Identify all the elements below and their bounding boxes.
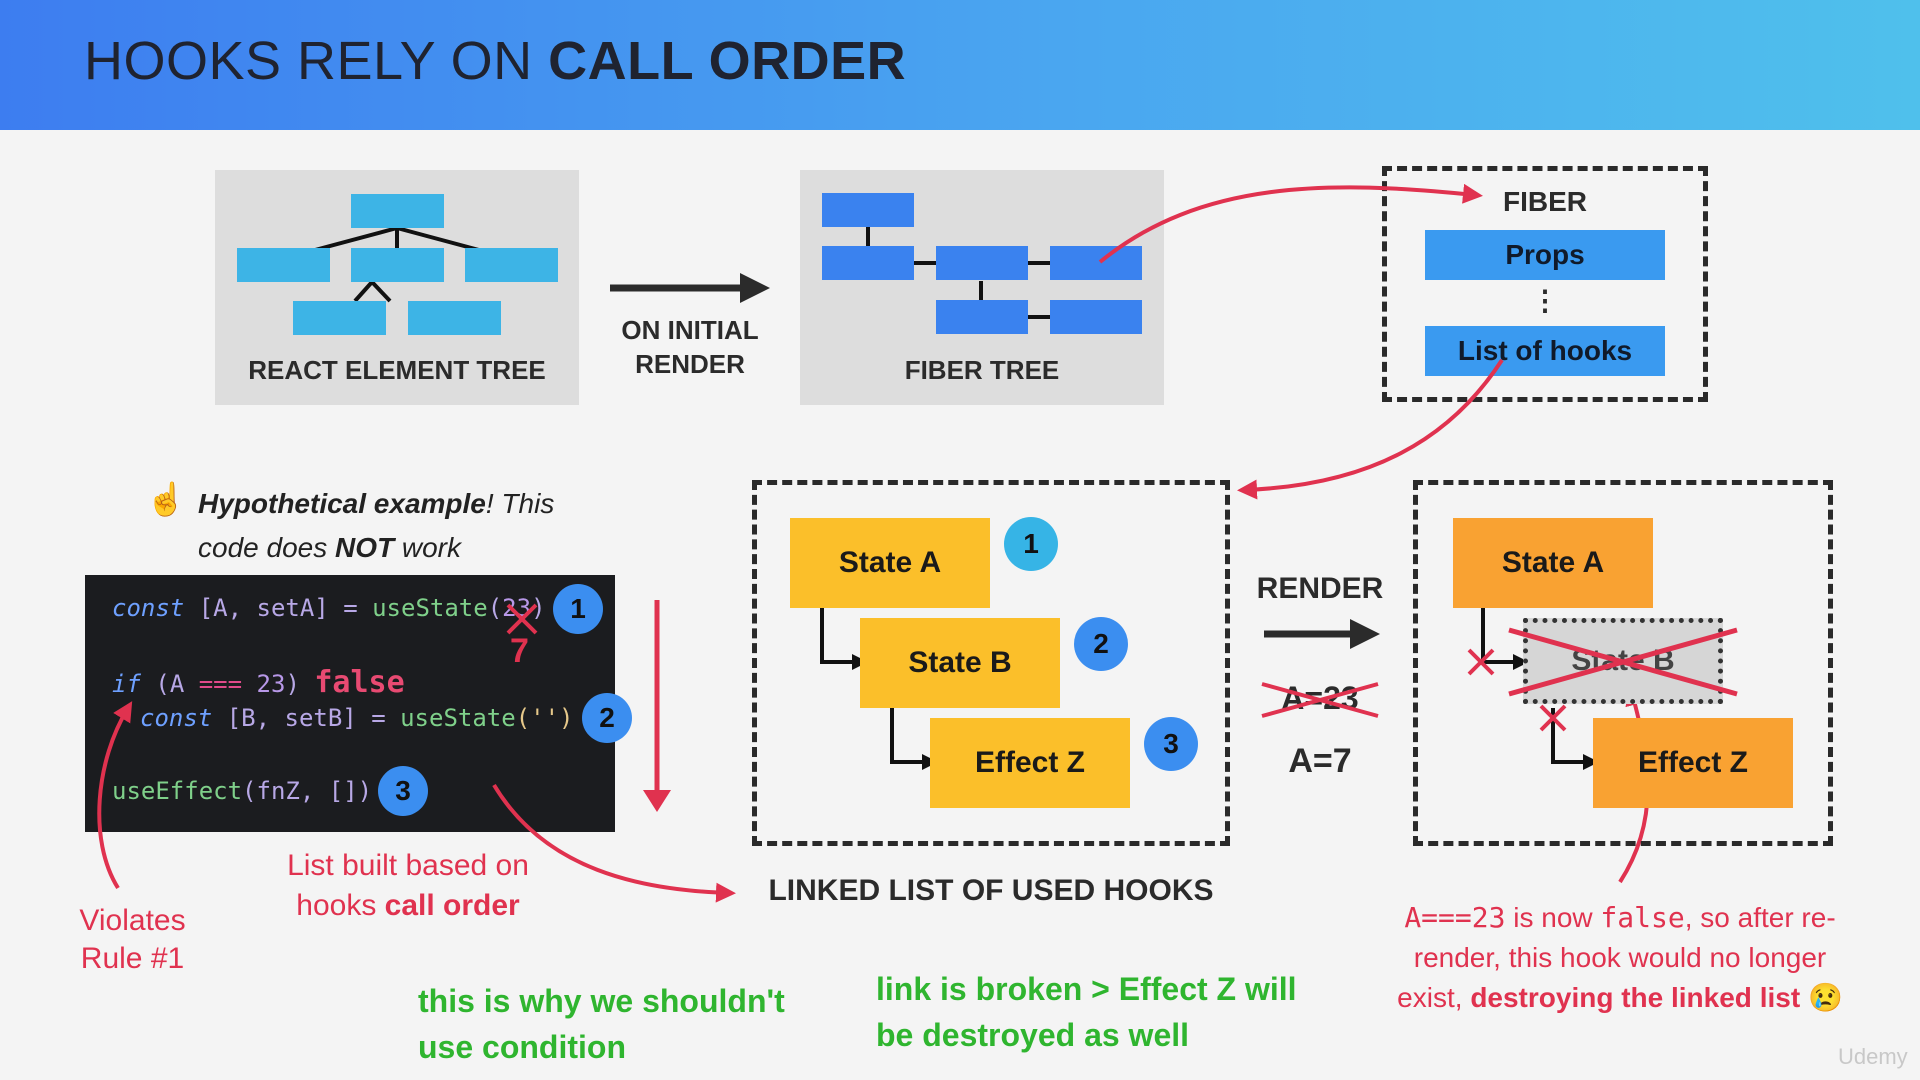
vertical-ellipsis-icon: ⋮	[1531, 285, 1559, 316]
code-line-4: useEffect(fnZ, [])	[112, 777, 373, 805]
hook-state-b: State B	[860, 618, 1060, 708]
react-element-tree-label: REACT ELEMENT TREE	[248, 355, 546, 385]
explanation-note: A===23 is now false, so after re- render…	[1397, 901, 1843, 1013]
violates-rule-note: Violates Rule #1	[79, 904, 186, 975]
hook-badge-2: 2	[1074, 617, 1128, 671]
page-title: HOOKS RELY ON CALL ORDER	[84, 31, 907, 91]
arrow-right-icon	[610, 273, 770, 303]
on-initial-render-label: ON INITIAL RENDER	[621, 315, 759, 379]
react-element-tree-diagram	[237, 194, 558, 335]
green-note-link-broken: link is broken > Effect Z will be destro…	[876, 971, 1297, 1053]
fiber-list-of-hooks-field: List of hooks	[1425, 326, 1665, 376]
react-element-tree-panel: REACT ELEMENT TREE	[215, 170, 579, 405]
after-hook-state-a: State A	[1453, 518, 1653, 608]
fiber-node-box	[1382, 166, 1708, 402]
linked-list-after-box	[1413, 480, 1833, 846]
hypothetical-example-note: Hypothetical example! This code does NOT…	[198, 488, 555, 563]
list-built-note: List built based on hooks call order	[287, 849, 529, 922]
after-hook-effect-z: Effect Z	[1593, 718, 1793, 808]
code-line-3: const [B, setB] = useState('')	[140, 704, 574, 732]
linked-list-after-connectors	[1467, 608, 1599, 770]
code-line-1: const [A, setA] = useState(23)	[112, 594, 546, 622]
removed-cross-icon	[1508, 627, 1738, 697]
fiber-tree-label: FIBER TREE	[904, 355, 1060, 385]
hook-badge-3: 3	[1144, 717, 1198, 771]
hook-order-badge-3: 3	[378, 766, 428, 816]
linked-list-box	[752, 480, 1230, 846]
fiber-tree-diagram	[822, 193, 1142, 334]
new-value-label: A=7	[1288, 742, 1352, 780]
pointing-hand-icon: ☝	[146, 481, 186, 517]
fiber-tree-panel: FIBER TREE	[800, 170, 1164, 405]
code-block	[85, 575, 615, 832]
hook-order-badge-2: 2	[582, 693, 632, 743]
crying-emoji-icon: 😢	[1807, 982, 1843, 1013]
code-correction-value: 7	[510, 632, 529, 670]
render-arrow-icon	[1264, 619, 1380, 649]
render-label: RENDER	[1256, 572, 1384, 605]
udemy-watermark: Udemy	[1838, 1044, 1908, 1069]
cross-out-icon	[506, 603, 538, 635]
hook-effect-z: Effect Z	[930, 718, 1130, 808]
code-line-2: if (A === 23) false	[112, 665, 405, 700]
hook-order-badge-1: 1	[553, 584, 603, 634]
fiber-title: FIBER	[1503, 186, 1587, 217]
green-note-condition: this is why we shouldn't use condition	[418, 983, 785, 1065]
fiber-props-field: Props	[1425, 230, 1665, 280]
header-bar	[0, 0, 1920, 130]
strike-through-icon	[1261, 682, 1379, 718]
hook-badge-1: 1	[1004, 517, 1058, 571]
hook-state-a: State A	[790, 518, 990, 608]
linked-list-label: LINKED LIST OF USED HOOKS	[768, 874, 1214, 907]
